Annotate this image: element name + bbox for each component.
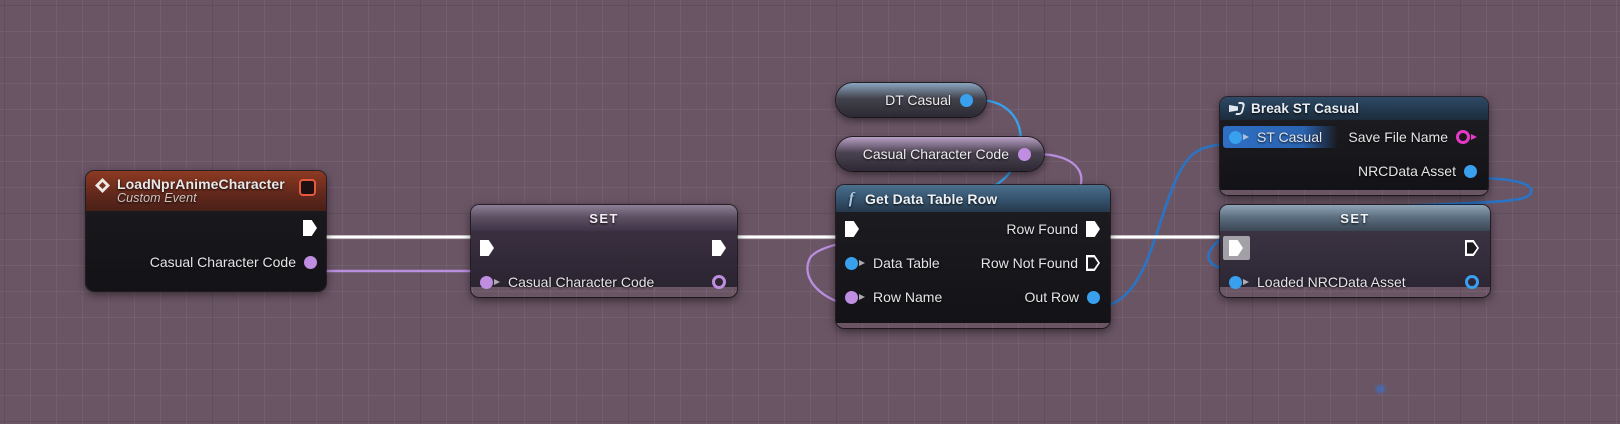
pin-nub-icon xyxy=(1471,134,1477,140)
pin-label: Casual Character Code xyxy=(149,254,296,270)
pin-row-value-out[interactable] xyxy=(654,265,726,297)
exec-out-pin-icon[interactable] xyxy=(1465,240,1479,256)
node-title-text: SET xyxy=(589,211,619,226)
pin-row-exec-in[interactable] xyxy=(1223,231,1406,265)
pin-label: Save File Name xyxy=(1348,129,1448,145)
pin-row-st-casual-in[interactable]: ST Casual xyxy=(1223,120,1339,154)
pin-row-casual-character-code-out[interactable]: Casual Character Code xyxy=(98,245,317,279)
pin-row-value-out[interactable] xyxy=(1406,265,1479,297)
pin-selection-highlight: ST Casual xyxy=(1223,126,1339,148)
exec-out-pin-icon[interactable] xyxy=(1086,221,1100,237)
pin-row-exec-out[interactable] xyxy=(654,231,726,265)
exec-in-pin-icon[interactable] xyxy=(845,221,859,237)
pin-nub-icon xyxy=(1243,134,1249,140)
node-title-text: Get Data Table Row xyxy=(865,191,998,207)
node-title-text: SET xyxy=(1340,211,1370,226)
pin-row-row-not-found-out[interactable]: Row Not Found xyxy=(942,246,1100,280)
exec-out-pin-icon[interactable] xyxy=(712,240,726,256)
exec-out-pin-icon[interactable] xyxy=(303,220,317,236)
pin-row-row-name-in[interactable]: Row Name xyxy=(845,280,942,314)
node-title-bar: LoadNprAnimeCharacter Custom Event xyxy=(86,171,326,211)
node-getter-casual-character-code[interactable]: Casual Character Code xyxy=(836,137,1044,171)
pin-label: Casual Character Code xyxy=(508,274,655,290)
pin-row-data-table-in[interactable]: Data Table xyxy=(845,246,942,280)
pin-row-loaded-nrcdata-asset-in[interactable]: Loaded NRCData Asset xyxy=(1229,265,1406,297)
exec-in-pin-icon[interactable] xyxy=(1229,240,1243,256)
object-in-pin-icon[interactable] xyxy=(1229,275,1242,289)
graph-artifact-dot xyxy=(1376,385,1385,393)
node-pin-area: Data Table Row Name Row Found Row Not Fo… xyxy=(836,212,1110,323)
pin-label: Row Not Found xyxy=(980,255,1078,271)
name-out-pin-icon[interactable] xyxy=(712,275,726,289)
node-getter-dt-casual[interactable]: DT Casual xyxy=(836,83,986,117)
wire-data-outrow-to-stcasual xyxy=(1091,142,1241,310)
object-out-pin-icon[interactable] xyxy=(1464,164,1477,178)
pin-row-exec-out[interactable] xyxy=(98,211,317,245)
struct-in-pin-icon[interactable] xyxy=(1229,130,1242,144)
string-out-pin-icon[interactable] xyxy=(1456,130,1470,144)
delegate-output-icon[interactable] xyxy=(299,179,316,196)
pin-label: Row Name xyxy=(873,289,943,305)
node-load-npr-anime-character[interactable]: LoadNprAnimeCharacter Custom Event Casua… xyxy=(86,171,326,291)
node-title-bar: Break ST Casual xyxy=(1220,97,1488,120)
node-title-text-group: LoadNprAnimeCharacter Custom Event xyxy=(117,176,285,205)
getter-label: Casual Character Code xyxy=(862,146,1009,162)
pin-row-out-row-out[interactable]: Out Row xyxy=(942,280,1100,314)
exec-pin-highlight xyxy=(1223,236,1250,260)
event-diamond-icon xyxy=(95,178,110,193)
node-pin-area: Casual Character Code xyxy=(86,211,326,279)
node-pin-area: Loaded NRCData Asset xyxy=(1220,231,1490,290)
pin-row-casual-character-code-in[interactable]: Casual Character Code xyxy=(480,265,654,297)
name-out-pin-icon[interactable] xyxy=(304,255,317,269)
pin-row-exec-out[interactable] xyxy=(1406,231,1479,265)
node-title-bar: SET xyxy=(1220,205,1490,231)
object-out-pin-icon[interactable] xyxy=(960,93,973,107)
pin-row-exec-in[interactable] xyxy=(845,212,942,246)
getter-label: DT Casual xyxy=(885,92,951,108)
node-title-text: Break ST Casual xyxy=(1251,101,1360,116)
pin-label: Data Table xyxy=(873,255,940,271)
object-out-pin-icon[interactable] xyxy=(1465,275,1479,289)
node-pin-area: Casual Character Code xyxy=(471,231,737,290)
pin-row-save-file-name-out[interactable]: Save File Name xyxy=(1328,120,1477,154)
node-break-st-casual[interactable]: Break ST Casual ST Casual Save File Name xyxy=(1220,97,1488,195)
node-subtitle-text: Custom Event xyxy=(117,191,197,205)
node-title-text: LoadNprAnimeCharacter xyxy=(117,176,285,192)
pin-row-nrcdata-asset-out[interactable]: NRCData Asset xyxy=(1328,154,1477,188)
node-title-bar: SET xyxy=(471,205,737,231)
node-title-bar: f Get Data Table Row xyxy=(836,185,1110,212)
function-f-icon: f xyxy=(848,190,855,207)
node-set-casual-character-code[interactable]: SET Casual Character Code xyxy=(471,205,737,297)
pin-label: Out Row xyxy=(1024,289,1079,305)
name-in-pin-icon[interactable] xyxy=(480,275,493,289)
pin-nub-icon xyxy=(494,279,500,285)
pin-row-exec-in[interactable] xyxy=(480,231,654,265)
node-get-data-table-row[interactable]: f Get Data Table Row Data Table Row Name xyxy=(836,185,1110,328)
pin-label: Row Found xyxy=(1006,221,1078,237)
pin-row-row-found-out[interactable]: Row Found xyxy=(942,212,1100,246)
node-pin-area: ST Casual Save File Name NRCData Asset xyxy=(1220,120,1488,190)
pin-nub-icon xyxy=(859,260,865,266)
struct-out-pin-icon[interactable] xyxy=(1087,290,1100,304)
exec-in-pin-icon[interactable] xyxy=(480,240,494,256)
node-set-loaded-nrcdata-asset[interactable]: SET Loaded NRCData Asset xyxy=(1220,205,1490,297)
pin-label: ST Casual xyxy=(1257,129,1323,145)
exec-out-pin-icon[interactable] xyxy=(1086,255,1100,271)
name-out-pin-icon[interactable] xyxy=(1018,147,1031,161)
pin-nub-icon xyxy=(1243,279,1249,285)
name-in-pin-icon[interactable] xyxy=(845,290,858,304)
break-struct-icon xyxy=(1229,102,1244,115)
pin-label: Loaded NRCData Asset xyxy=(1257,274,1406,290)
pin-nub-icon xyxy=(859,294,865,300)
object-in-pin-icon[interactable] xyxy=(845,256,858,270)
pin-label: NRCData Asset xyxy=(1357,163,1456,179)
